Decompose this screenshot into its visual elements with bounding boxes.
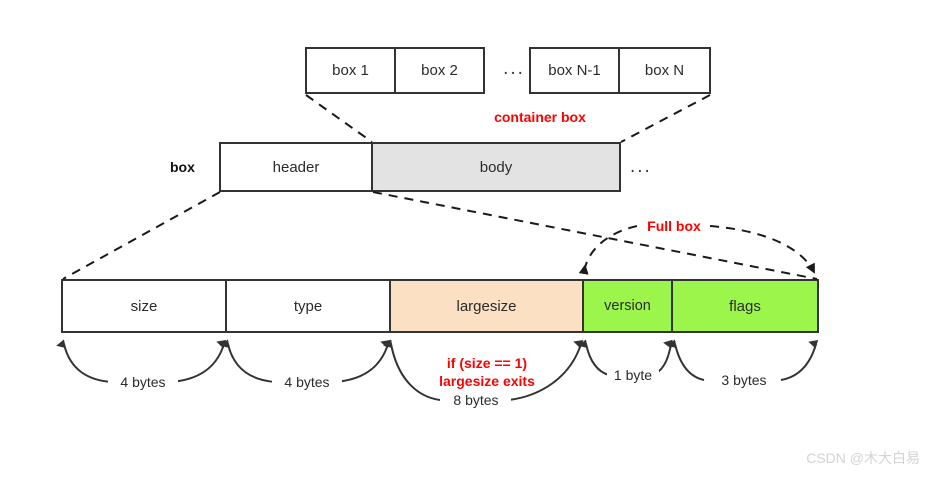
byte-size-label-type: 4 bytes [272,374,342,390]
container-box-annotation: container box [494,109,586,125]
byte-arrow-version-left [578,339,610,376]
byte-arrow-largesize-right [508,340,584,401]
byte-arrow-type-right [334,339,391,383]
largesize-condition-line1: if (size == 1) [446,355,528,371]
byte-arrow-size-right [170,339,227,383]
byte-size-label-largesize: 8 bytes [441,392,511,408]
box-row-side-label: box [170,159,195,175]
field-cell-size-rect[interactable] [61,279,227,333]
full-box-arc-left [578,225,638,275]
connector-line-right [620,94,711,143]
connector-line-header-right [372,191,818,280]
box-cell-header-rect[interactable] [219,142,373,192]
field-cell-largesize-rect[interactable] [389,279,584,333]
byte-arrow-size-left [56,339,112,383]
container-row-ellipsis: ... [503,58,525,79]
connector-line-left [305,94,373,143]
csdn-watermark: CSDN @木大白易 [806,450,920,466]
byte-arrow-flags-right [780,339,819,381]
full-box-annotation: Full box [647,218,701,234]
byte-size-label-size: 4 bytes [108,374,178,390]
byte-arrow-largesize-left [383,339,441,401]
field-cell-type-rect[interactable] [225,279,391,333]
container-cell-boxN1-rect[interactable] [529,47,620,94]
largesize-condition-line2: largesize exits [439,373,535,389]
field-cell-version-rect[interactable] [582,279,673,333]
byte-arrow-type-left [220,339,276,383]
byte-span-arrows [56,339,819,401]
full-box-arc-group [578,225,815,275]
container-cell-boxN-rect[interactable] [618,47,711,94]
box-row-shapes [219,142,621,192]
byte-size-label-flags: 3 bytes [709,372,779,388]
container-cell-box2-rect[interactable] [394,47,485,94]
connector-container-to-box [305,94,711,143]
box-cell-body-rect[interactable] [371,142,621,192]
field-row-shapes [61,279,819,333]
byte-size-label-version: 1 byte [607,367,659,383]
box-row-ellipsis: ... [630,156,652,177]
full-box-arc-right [709,225,815,274]
connector-line-header-left [62,191,221,280]
field-cell-flags-rect[interactable] [671,279,819,333]
container-row-shapes [305,47,711,94]
connector-box-to-fields [62,191,818,280]
byte-arrow-flags-left [667,339,705,381]
container-cell-box1-rect[interactable] [305,47,396,94]
